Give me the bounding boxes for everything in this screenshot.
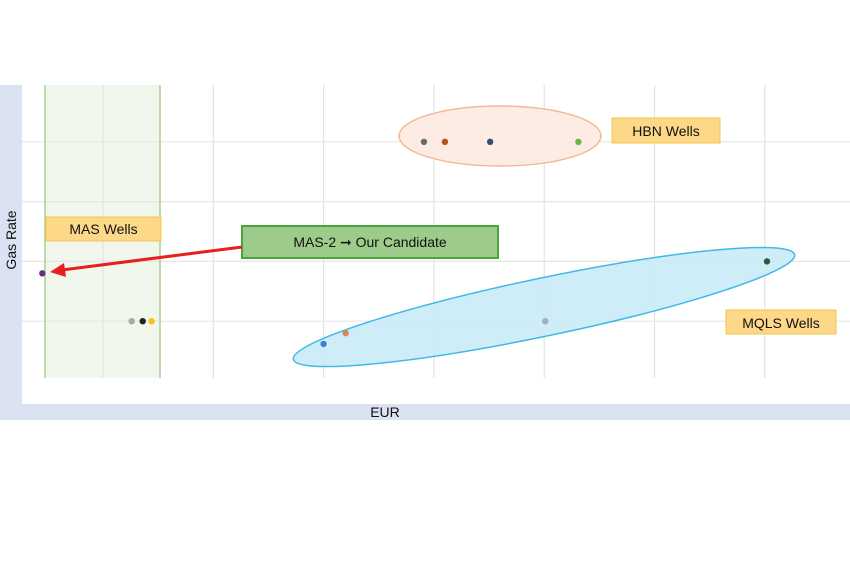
data-point-mas-wells [148, 318, 155, 325]
data-point-mas-wells [128, 318, 135, 325]
data-point-hbn-wells [575, 138, 582, 145]
data-point-mqls-wells [763, 258, 771, 265]
x-axis-label: EUR [370, 404, 400, 420]
y-axis-label: Gas Rate [3, 210, 19, 269]
data-point-hbn-wells [486, 138, 494, 145]
candidate-label: MAS-2 ➞ Our Candidate [241, 225, 499, 259]
data-point-hbn-wells [441, 138, 449, 145]
data-point-mqls-wells [320, 340, 327, 348]
mas-wells-label: MAS Wells [45, 216, 162, 242]
data-point-hbn-wells [420, 138, 428, 145]
data-point-mqls-wells [542, 318, 549, 325]
mqls-wells-text: MQLS Wells [742, 315, 820, 331]
candidate-arrow [50, 245, 243, 277]
y-axis-band [0, 85, 22, 420]
candidate-text: MAS-2 ➞ Our Candidate [293, 234, 447, 250]
mas-wells-text: MAS Wells [69, 221, 137, 237]
mqls-wells-label: MQLS Wells [725, 309, 837, 335]
points [39, 138, 771, 348]
hbn-wells-text: HBN Wells [632, 123, 699, 139]
data-point-mqls-wells [342, 329, 349, 337]
hbn-ellipse [398, 105, 602, 167]
mqls-ellipse [292, 246, 796, 368]
data-point-mas-wells [139, 318, 146, 325]
data-point-mas-wells [39, 270, 46, 277]
x-axis-band [0, 404, 850, 420]
hbn-wells-label: HBN Wells [611, 117, 721, 144]
